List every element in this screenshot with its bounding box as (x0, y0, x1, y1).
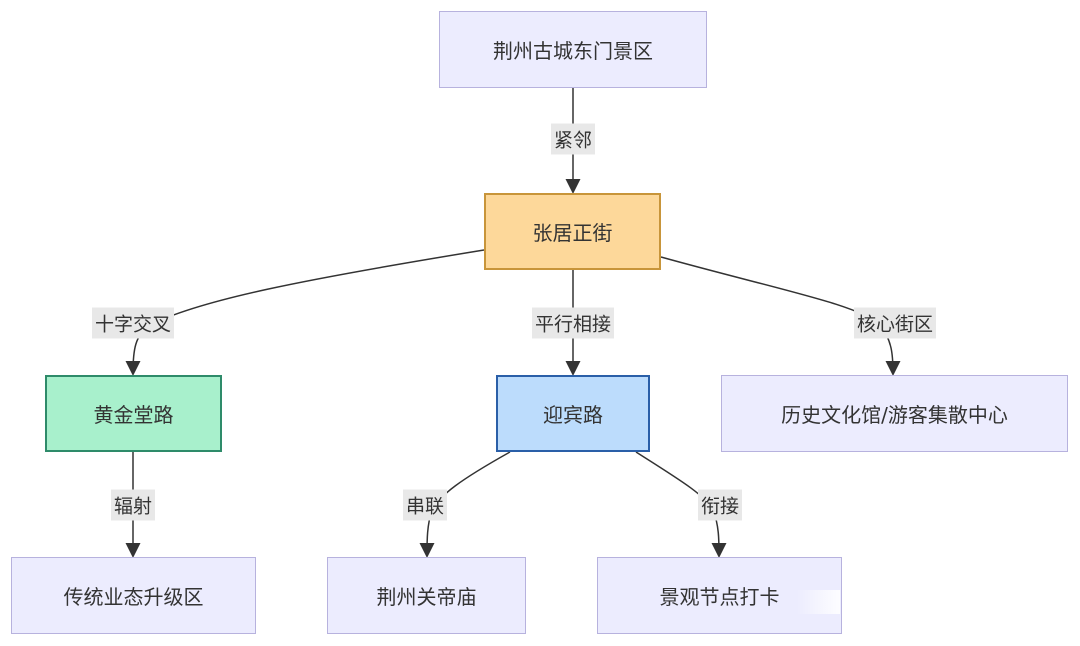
edge-label-radiate: 辐射 (110, 489, 156, 521)
node-label: 黄金堂路 (93, 403, 174, 427)
node-label: 历史文化馆/游客集散中心 (781, 403, 1008, 427)
node-guandi: 荆州关帝庙 (327, 557, 526, 634)
edge-label-parallel: 平行相接 (531, 307, 615, 339)
node-label: 荆州古城东门景区 (493, 39, 653, 63)
node-dongmen: 荆州古城东门景区 (439, 11, 707, 88)
edge-label-core: 核心街区 (853, 307, 937, 339)
edge-zhangjuzheng-huangjintang (125, 249, 485, 376)
node-museum: 历史文化馆/游客集散中心 (721, 375, 1068, 452)
node-label: 景观节点打卡 (659, 585, 780, 609)
edge-label-cross: 十字交叉 (91, 307, 175, 339)
edge-label-adjacent: 紧邻 (550, 123, 596, 155)
node-zhangjuzheng: 张居正街 (484, 193, 661, 270)
edge-label-series: 串联 (402, 489, 448, 521)
node-yingbin: 迎宾路 (496, 375, 650, 452)
node-label: 迎宾路 (543, 403, 603, 427)
node-checkin: 景观节点打卡 (597, 557, 842, 634)
node-traditional: 传统业态升级区 (11, 557, 256, 634)
node-label: 传统业态升级区 (63, 585, 204, 609)
watermark (796, 590, 840, 614)
node-label: 荆州关帝庙 (376, 585, 477, 609)
edge-label-connect: 衔接 (697, 489, 743, 521)
node-huangjintang: 黄金堂路 (45, 375, 222, 452)
node-label: 张居正街 (532, 221, 613, 245)
